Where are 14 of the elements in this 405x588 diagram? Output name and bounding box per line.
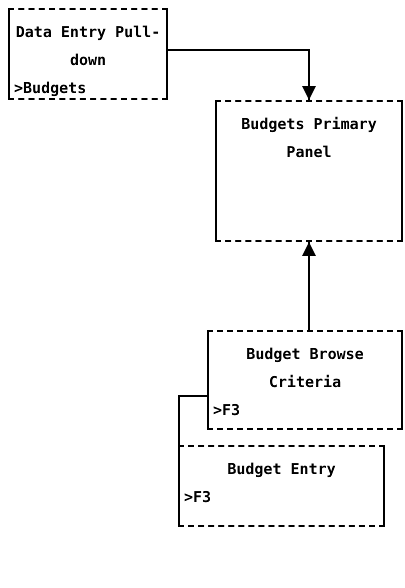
box-title: Budgets Primary Panel [240,114,378,163]
box-title: Budget Browse Criteria [245,344,365,393]
box-title: Data Entry Pull-down [14,22,162,71]
menu-option: >Budgets [14,74,162,102]
process-box [178,445,385,527]
process-box [207,330,403,430]
process-box [8,8,168,100]
arrow [168,49,316,100]
process-box [215,100,403,242]
menu-option: >F3 [184,483,379,511]
connector-line [178,395,207,445]
arrow [302,242,316,330]
menu-option: >F3 [213,396,397,424]
box-title: Budget Entry [226,459,337,480]
